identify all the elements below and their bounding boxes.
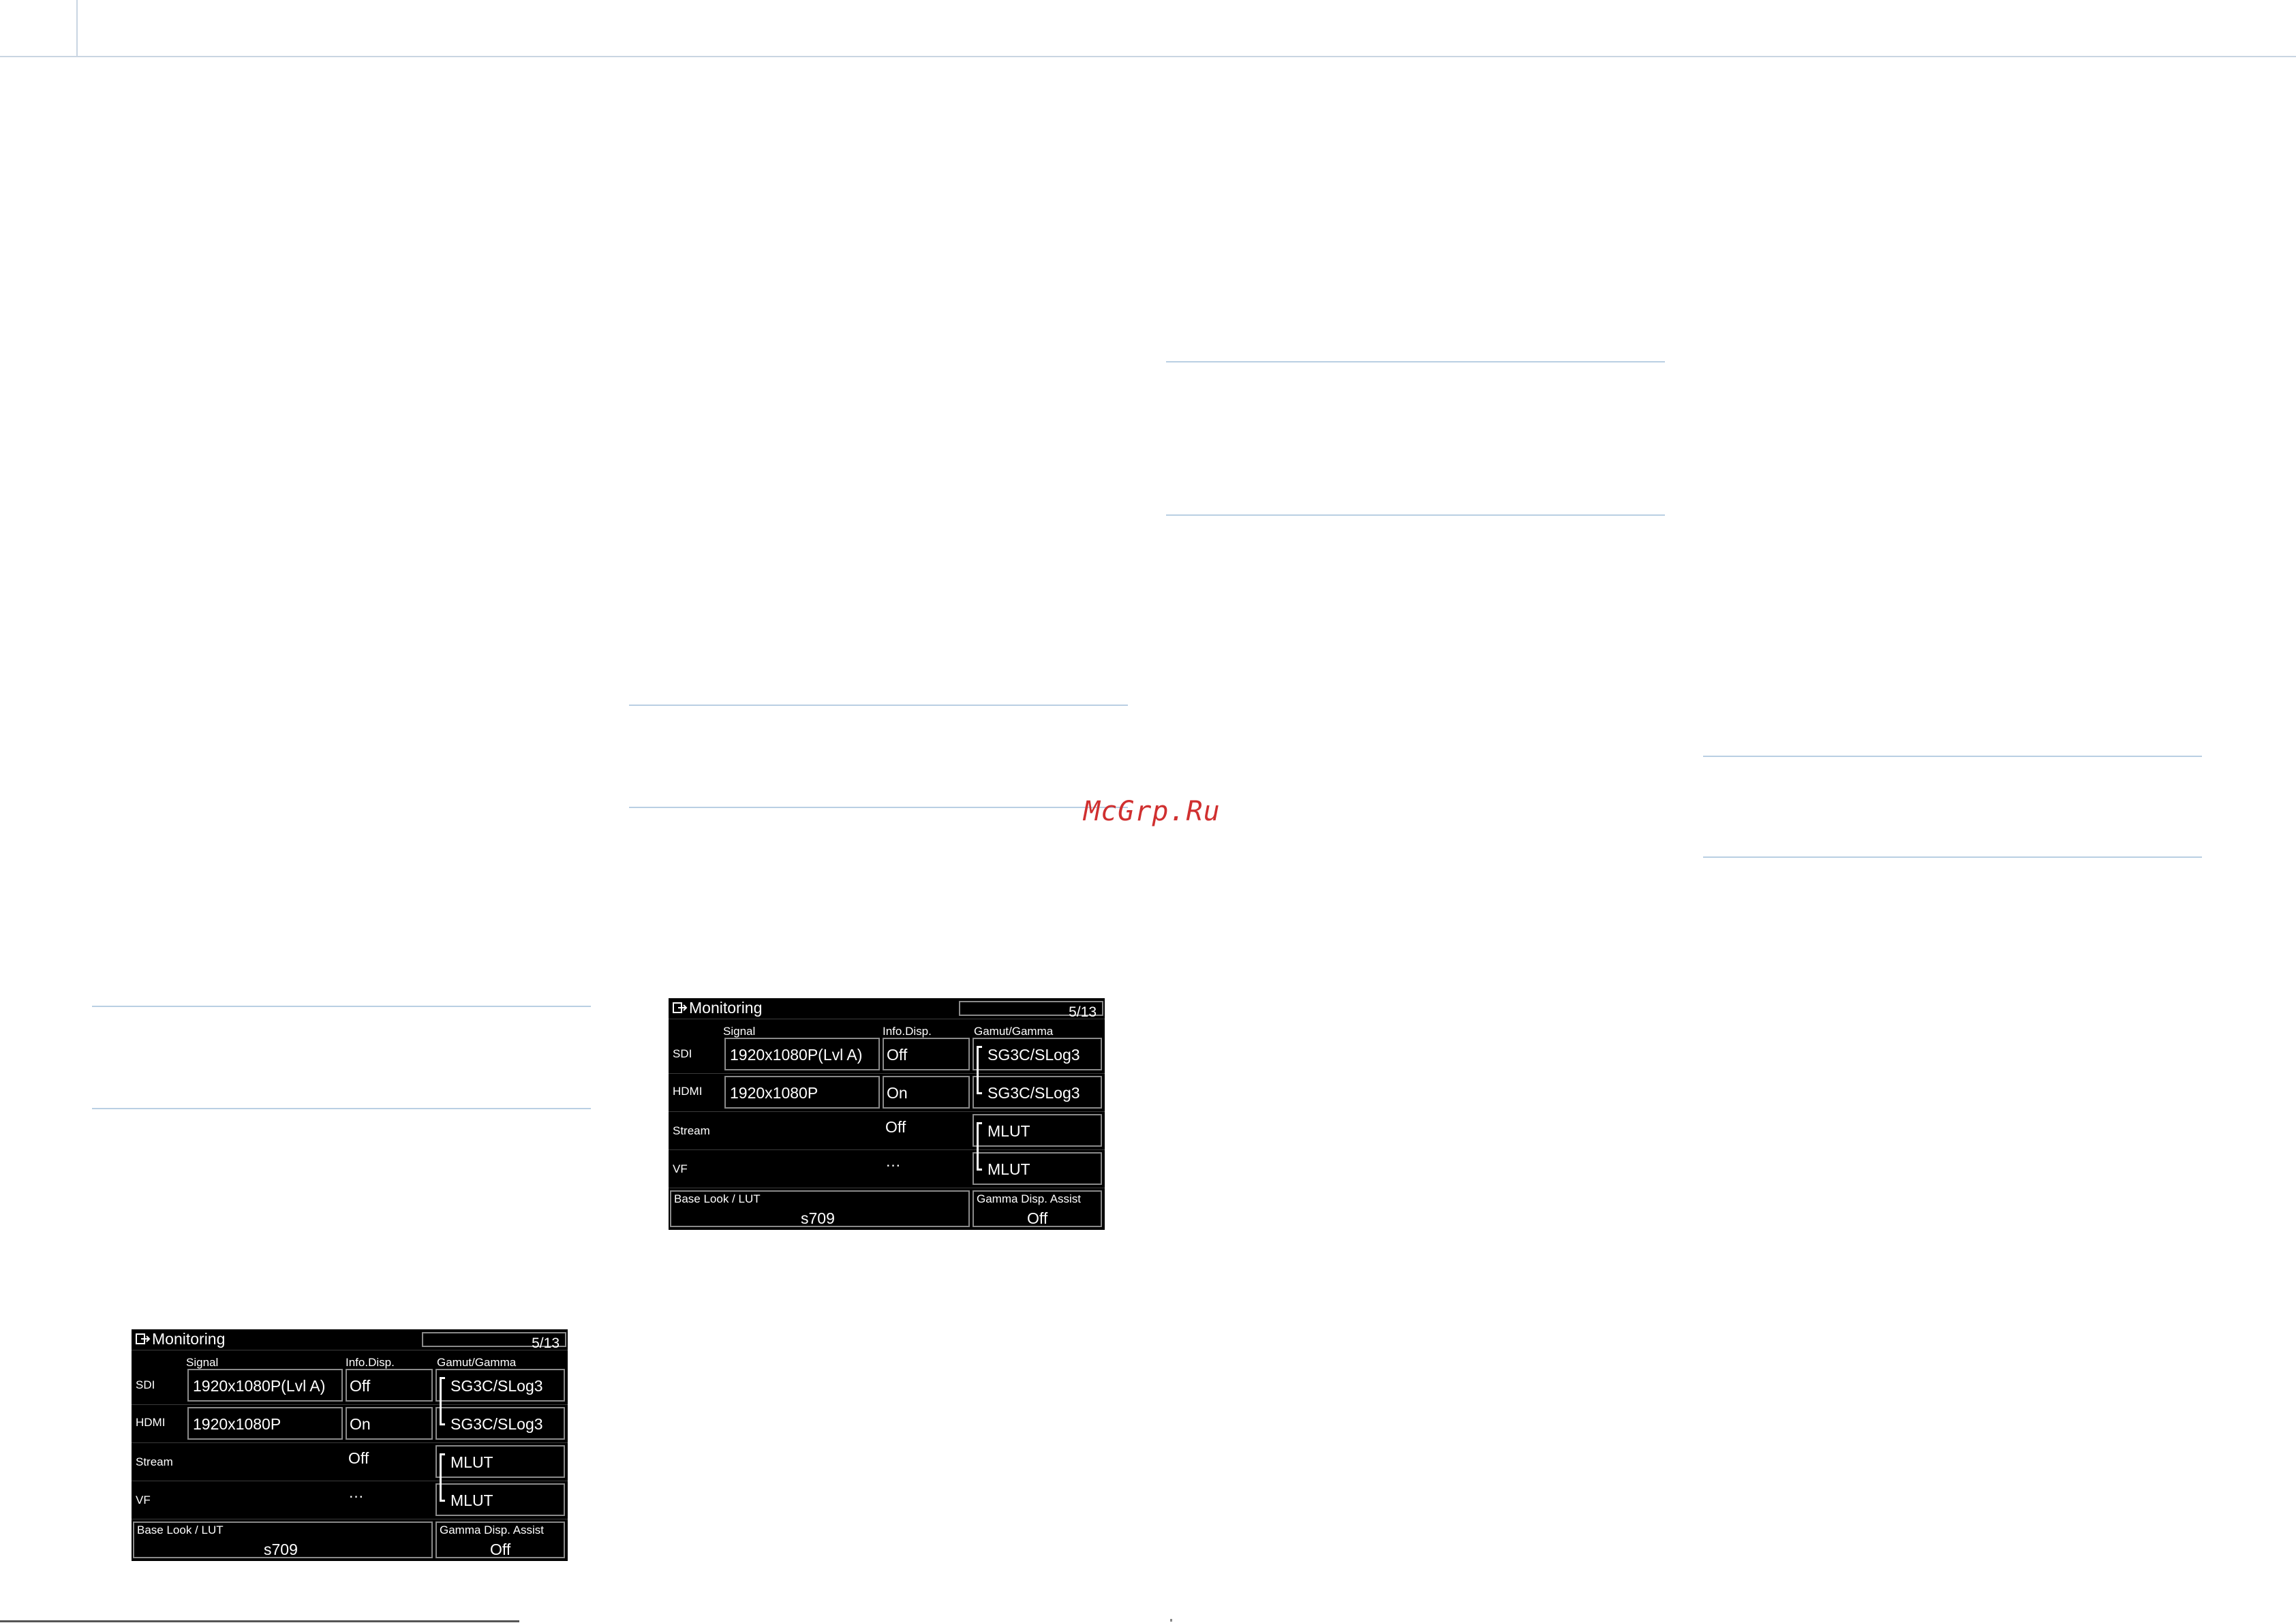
stream-gamut-field[interactable]: MLUT bbox=[973, 1114, 1102, 1147]
section-rule bbox=[629, 705, 1128, 706]
stream-info-value: Off bbox=[885, 1118, 906, 1136]
column-info-disp: Info.Disp. bbox=[883, 1025, 932, 1038]
row-label-hdmi: HDMI bbox=[136, 1416, 166, 1429]
row-label-vf: VF bbox=[673, 1162, 688, 1175]
row-label-sdi: SDI bbox=[673, 1047, 692, 1060]
link-bracket bbox=[977, 1046, 979, 1094]
footer-mark bbox=[1170, 1619, 1172, 1622]
link-bracket bbox=[977, 1122, 979, 1170]
base-look-field[interactable]: Base Look / LUT s709 bbox=[133, 1521, 433, 1558]
vf-gamut-field[interactable]: MLUT bbox=[435, 1483, 565, 1516]
monitoring-screen: Monitoring 5/13 Signal Info.Disp. Gamut/… bbox=[132, 1329, 568, 1561]
row-label-sdi: SDI bbox=[136, 1378, 155, 1391]
sdi-signal-field[interactable]: 1920x1080P(Lvl A) bbox=[724, 1038, 880, 1070]
gamma-assist-field[interactable]: Gamma Disp. Assist Off bbox=[435, 1521, 565, 1558]
row-label-hdmi: HDMI bbox=[673, 1085, 703, 1098]
header-tick bbox=[76, 0, 78, 57]
page-indicator: 5/13 bbox=[422, 1332, 566, 1351]
hdmi-info-field[interactable]: On bbox=[883, 1076, 970, 1109]
vf-gamut-field[interactable]: MLUT bbox=[973, 1152, 1102, 1185]
sdi-info-field[interactable]: Off bbox=[346, 1369, 433, 1402]
section-rule bbox=[1166, 514, 1665, 516]
section-rule bbox=[629, 807, 1128, 808]
monitoring-screen: Monitoring 5/13 Signal Info.Disp. Gamut/… bbox=[669, 998, 1105, 1230]
stream-gamut-field[interactable]: MLUT bbox=[435, 1445, 565, 1478]
watermark: McGrp.Ru bbox=[1084, 796, 1221, 827]
link-bracket bbox=[440, 1377, 442, 1425]
vf-info-value: … bbox=[348, 1483, 364, 1501]
column-gamut-gamma: Gamut/Gamma bbox=[974, 1025, 1054, 1038]
page-indicator: 5/13 bbox=[959, 1001, 1103, 1020]
hdmi-signal-field[interactable]: 1920x1080P bbox=[724, 1076, 880, 1109]
column-signal: Signal bbox=[723, 1025, 756, 1038]
gamma-assist-field[interactable]: Gamma Disp. Assist Off bbox=[973, 1190, 1102, 1227]
column-info-disp: Info.Disp. bbox=[346, 1356, 395, 1369]
header-rule bbox=[0, 56, 2296, 57]
base-look-field[interactable]: Base Look / LUT s709 bbox=[670, 1190, 970, 1227]
row-label-vf: VF bbox=[136, 1494, 151, 1506]
sdi-gamut-field[interactable]: SG3C/SLog3 bbox=[435, 1369, 565, 1402]
column-gamut-gamma: Gamut/Gamma bbox=[437, 1356, 517, 1369]
sdi-signal-field[interactable]: 1920x1080P(Lvl A) bbox=[187, 1369, 343, 1402]
section-rule bbox=[92, 1108, 591, 1109]
vf-info-value: … bbox=[885, 1152, 901, 1170]
output-icon bbox=[136, 1333, 151, 1344]
sdi-gamut-field[interactable]: SG3C/SLog3 bbox=[973, 1038, 1102, 1070]
page-number: 5/13 bbox=[532, 1335, 560, 1351]
row-label-stream: Stream bbox=[673, 1124, 710, 1137]
section-rule bbox=[1166, 361, 1665, 362]
section-rule bbox=[1703, 856, 2202, 858]
column-signal: Signal bbox=[186, 1356, 219, 1369]
hdmi-gamut-field[interactable]: SG3C/SLog3 bbox=[973, 1076, 1102, 1109]
row-label-stream: Stream bbox=[136, 1455, 173, 1468]
hdmi-info-field[interactable]: On bbox=[346, 1407, 433, 1440]
output-icon bbox=[673, 1002, 688, 1013]
screen-title: Monitoring bbox=[152, 1330, 226, 1348]
hdmi-gamut-field[interactable]: SG3C/SLog3 bbox=[435, 1407, 565, 1440]
footer-rule bbox=[0, 1620, 519, 1622]
section-rule bbox=[1703, 756, 2202, 757]
hdmi-signal-field[interactable]: 1920x1080P bbox=[187, 1407, 343, 1440]
sdi-info-field[interactable]: Off bbox=[883, 1038, 970, 1070]
stream-info-value: Off bbox=[348, 1449, 369, 1467]
link-bracket bbox=[440, 1453, 442, 1501]
screen-title: Monitoring bbox=[689, 999, 763, 1017]
section-rule bbox=[92, 1006, 591, 1007]
page-number: 5/13 bbox=[1069, 1004, 1097, 1020]
